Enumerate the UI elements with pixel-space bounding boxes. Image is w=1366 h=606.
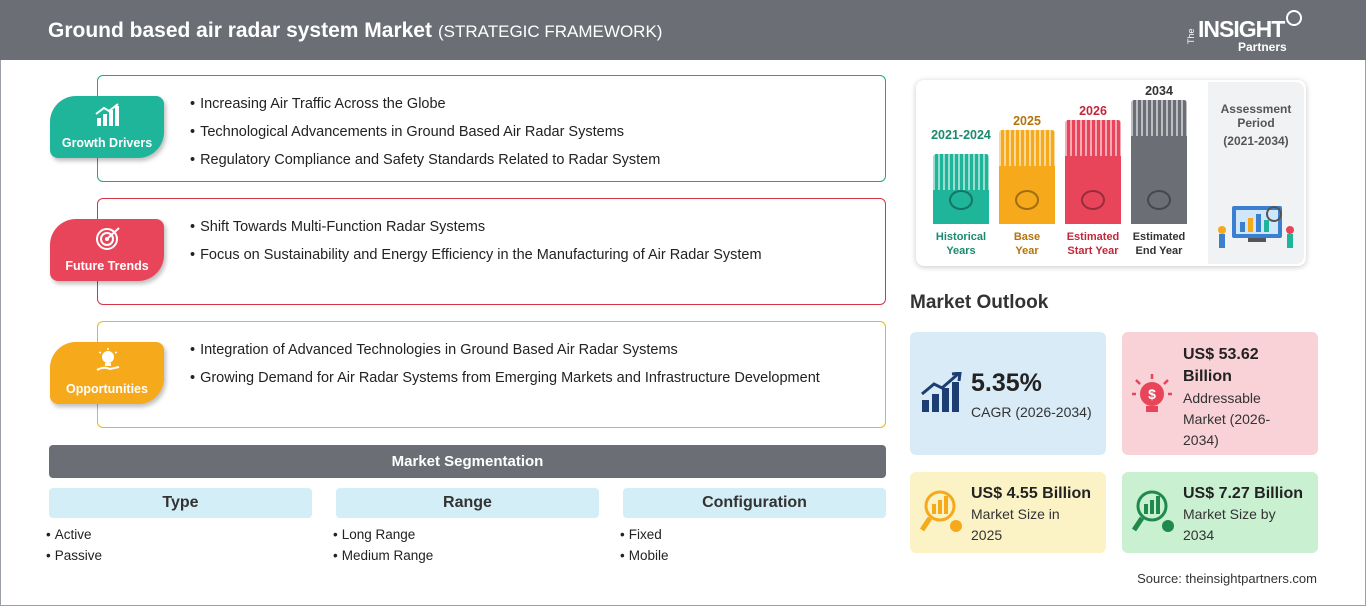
market-size-2034-value: US$ 7.27 Billion (1183, 485, 1304, 502)
title-subtitle: (STRATEGIC FRAMEWORK) (437, 22, 663, 41)
future-trend-item: Shift Towards Multi-Function Radar Syste… (190, 213, 762, 241)
magnifier-coins-icon (920, 490, 962, 532)
growth-chart-icon (921, 372, 962, 412)
segment-item: Active (46, 524, 312, 545)
segment-type: Type Active Passive (49, 488, 312, 566)
segment-header: Configuration (623, 488, 886, 518)
magnifier-chart-icon (1132, 490, 1174, 532)
segment-header: Range (336, 488, 599, 518)
historical-bar (933, 154, 989, 224)
presentation-icon (1081, 190, 1105, 210)
growth-driver-item: Technological Advancements in Ground Bas… (190, 118, 660, 146)
year-historical: 2021-2024 (931, 128, 991, 142)
segment-item: Long Range (333, 524, 599, 545)
analytics-people-icon (1218, 206, 1294, 248)
year-start: 2026 (1079, 104, 1107, 118)
svg-text:$: $ (1148, 386, 1156, 402)
segment-item: Fixed (620, 524, 886, 545)
year-end: 2034 (1145, 84, 1173, 98)
future-trends-box: Shift Towards Multi-Function Radar Syste… (97, 198, 886, 305)
money-bulb-icon: $ (1132, 374, 1172, 412)
assessment-range: (2021-2034) (1223, 134, 1289, 148)
logo-the: The (1186, 28, 1196, 44)
source-text: Source: theinsightpartners.com (1137, 571, 1317, 586)
page-title: Ground based air radar system Market (STR… (48, 19, 662, 43)
monitor-icon (1147, 190, 1171, 210)
opportunities-badge: Opportunities (50, 342, 164, 404)
base-year-bar (999, 130, 1055, 224)
bar-chart-icon (95, 103, 119, 126)
opportunity-item: Growing Demand for Air Radar Systems fro… (190, 364, 820, 392)
start-year-bar (1065, 120, 1121, 224)
growth-drivers-label: Growth Drivers (61, 136, 153, 150)
end-year-bar (1131, 100, 1187, 224)
target-icon (96, 227, 120, 250)
segment-item: Mobile (620, 545, 886, 566)
history-icon (949, 190, 973, 210)
insight-partners-logo: The INSIGHT Partners (1186, 10, 1306, 54)
year-base: 2025 (1013, 114, 1041, 128)
market-size-2025-value: US$ 4.55 Billion (971, 485, 1092, 502)
title-text: Ground based air radar system Market (48, 19, 432, 42)
cagr-desc: CAGR (2026-2034) (971, 404, 1092, 420)
logo-ring-icon (1286, 10, 1302, 26)
calendar-icon (1015, 190, 1039, 210)
logo-partners: Partners (1238, 40, 1287, 54)
growth-drivers-badge: Growth Drivers (50, 96, 164, 158)
segment-item: Passive (46, 545, 312, 566)
market-outlook-title: Market Outlook (910, 292, 1049, 313)
growth-driver-item: Regulatory Compliance and Safety Standar… (190, 146, 660, 174)
market-segmentation-title: Market Segmentation (49, 445, 886, 478)
lightbulb-hand-icon (96, 348, 120, 371)
segment-header: Type (49, 488, 312, 518)
future-trends-label: Future Trends (65, 259, 149, 273)
future-trends-badge: Future Trends (50, 219, 164, 281)
growth-driver-item: Increasing Air Traffic Across the Globe (190, 90, 660, 118)
logo-insight: INSIGHT (1198, 16, 1285, 42)
growth-drivers-box: Increasing Air Traffic Across the Globe … (97, 75, 886, 182)
cagr-value: 5.35% (971, 369, 1042, 397)
segment-item: Medium Range (333, 545, 599, 566)
segment-configuration: Configuration Fixed Mobile (623, 488, 886, 566)
cagr-card: 5.35% CAGR (2026-2034) (910, 332, 1106, 455)
opportunities-box: Integration of Advanced Technologies in … (97, 321, 886, 428)
opportunity-item: Integration of Advanced Technologies in … (190, 336, 820, 364)
future-trend-item: Focus on Sustainability and Energy Effic… (190, 241, 762, 269)
header-bar: Ground based air radar system Market (STR… (0, 0, 1366, 60)
segment-range: Range Long Range Medium Range (336, 488, 599, 566)
opportunities-label: Opportunities (66, 382, 148, 396)
